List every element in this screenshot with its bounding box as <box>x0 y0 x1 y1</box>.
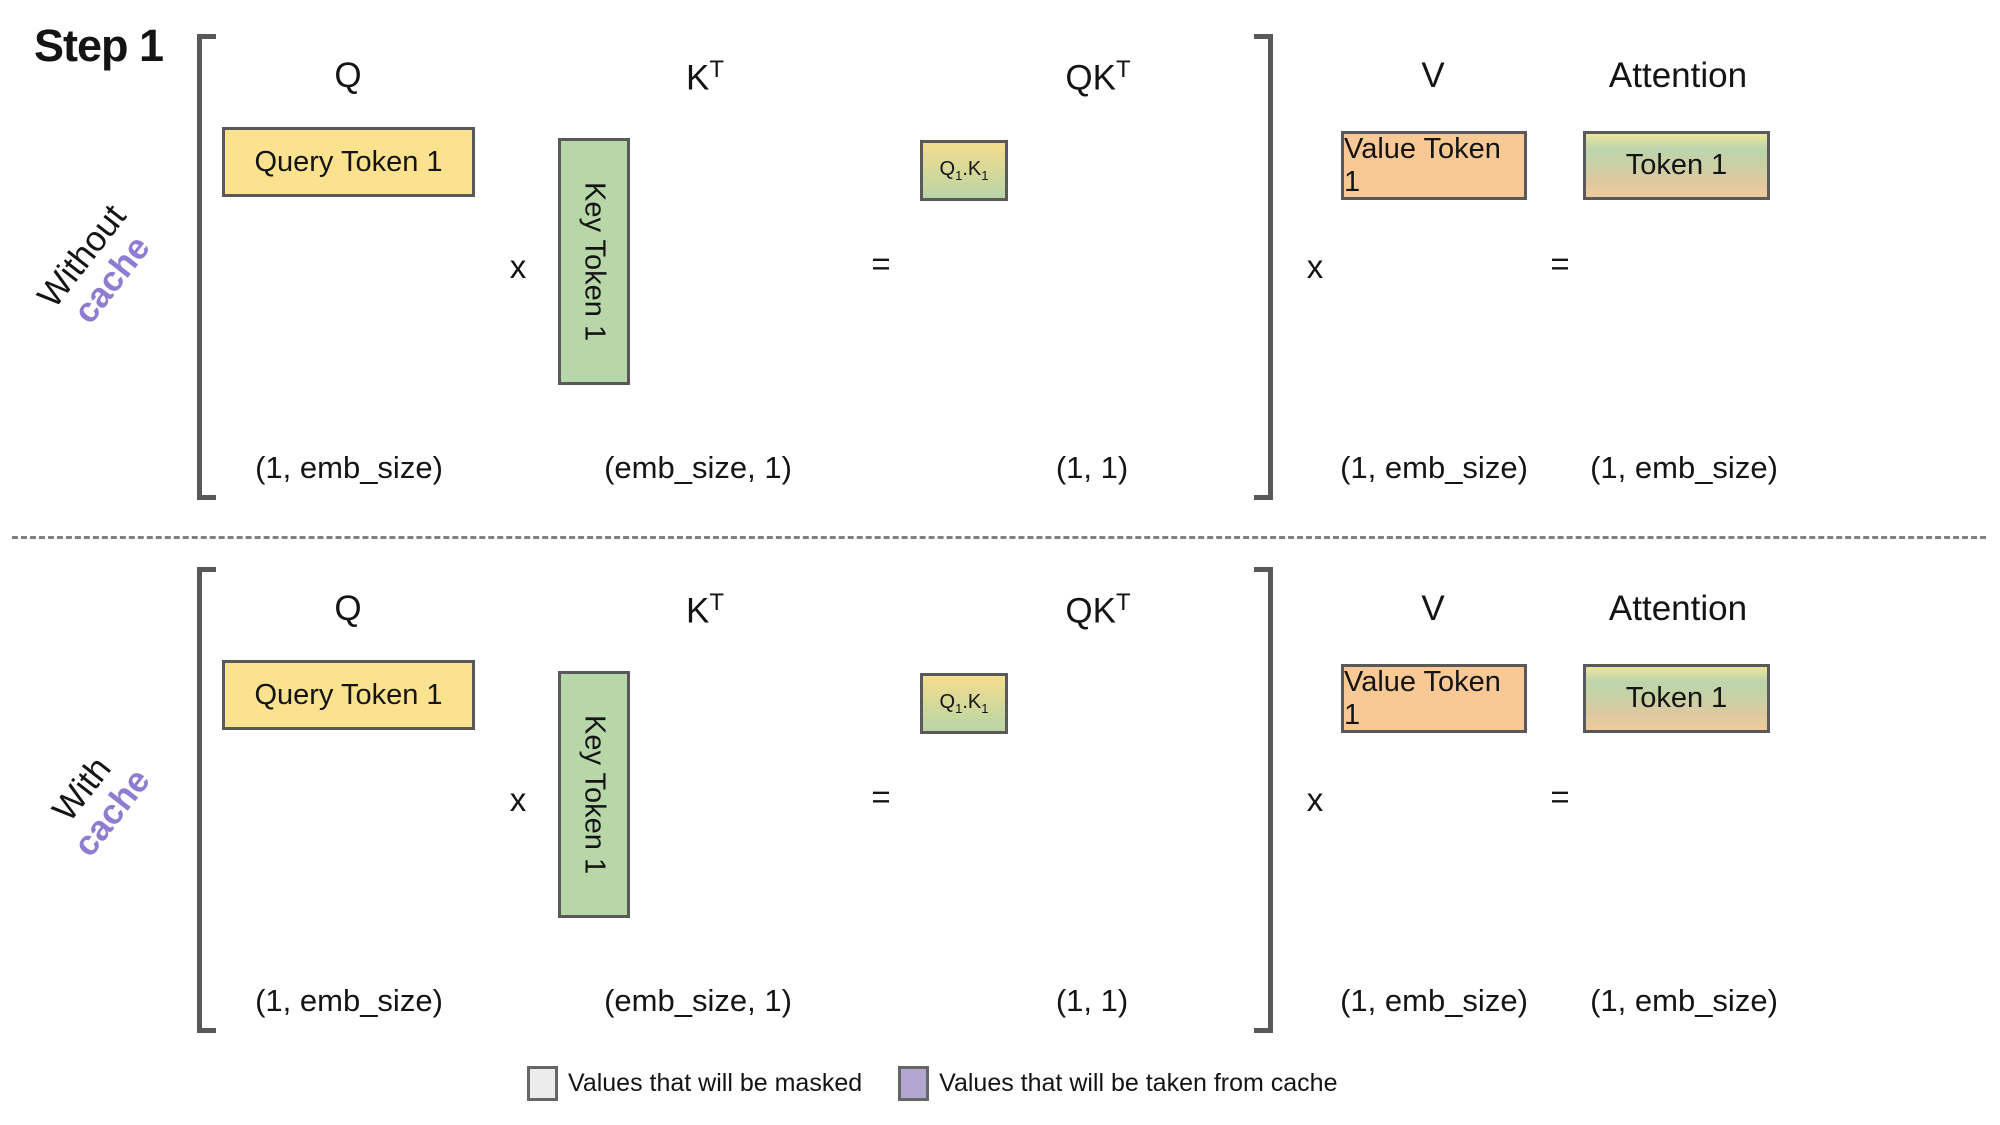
v-dims: (1, emb_size) <box>1340 450 1528 485</box>
qkt-header: QKT <box>1065 589 1130 632</box>
equals-operator: = <box>871 778 891 815</box>
row-without-cache: Without cache Q KT QKT V Attention Query… <box>0 0 2000 533</box>
legend: Values that will be masked Values that w… <box>527 1066 1338 1101</box>
kt-header: KT <box>686 56 724 99</box>
right-bracket <box>1254 567 1273 1033</box>
attention-token-box: Token 1 <box>1583 664 1770 733</box>
masked-swatch-icon <box>527 1066 558 1101</box>
legend-label-masked: Values that will be masked <box>568 1069 863 1097</box>
row-side-label: With cache <box>37 739 158 864</box>
qkt-header-sup: T <box>1115 589 1131 616</box>
v-header: V <box>1421 56 1445 95</box>
attention-header: Attention <box>1608 589 1748 628</box>
legend-label-cache: Values that will be taken from cache <box>939 1069 1338 1097</box>
qkt-header-base: QK <box>1065 591 1116 631</box>
row-divider <box>12 536 1986 539</box>
kt-dims: (emb_size, 1) <box>604 450 792 485</box>
multiply-operator: x <box>1306 248 1324 285</box>
legend-item-masked: Values that will be masked <box>527 1066 862 1101</box>
qk-product-cell: Q1.K1 <box>939 691 989 716</box>
q-header: Q <box>334 589 362 628</box>
qkt-header: QKT <box>1065 56 1130 99</box>
q-header: Q <box>334 56 362 95</box>
equals-operator: = <box>1550 778 1570 815</box>
kt-header-base: K <box>685 591 710 631</box>
left-bracket <box>197 567 216 1033</box>
row-with-cache: With cache Q KT QKT V Attention Query To… <box>0 533 2000 1066</box>
qk-product-cell: Q1.K1 <box>939 158 989 183</box>
value-token-box: Value Token 1 <box>1341 664 1527 733</box>
legend-item-cache: Values that will be taken from cache <box>898 1066 1338 1101</box>
q-dims: (1, emb_size) <box>255 983 443 1018</box>
key-token-box: Key Token 1 <box>558 138 630 385</box>
multiply-operator: x <box>509 248 527 285</box>
attention-header: Attention <box>1608 56 1748 95</box>
q-dims: (1, emb_size) <box>255 450 443 485</box>
query-token-box: Query Token 1 <box>222 660 475 730</box>
attention-token-box: Token 1 <box>1583 131 1770 200</box>
kt-header-base: K <box>685 58 710 98</box>
kt-dims: (emb_size, 1) <box>604 983 792 1018</box>
key-token-box: Key Token 1 <box>558 671 630 918</box>
cache-swatch-icon <box>898 1066 930 1101</box>
qk-product-box: Q1.K1 <box>920 140 1008 201</box>
kt-header: KT <box>686 589 724 632</box>
kt-header-sup: T <box>709 56 725 83</box>
qkt-header-base: QK <box>1065 58 1116 98</box>
qkt-dims: (1, 1) <box>1055 983 1129 1018</box>
step-title: Step 1 <box>34 20 164 71</box>
value-token-box: Value Token 1 <box>1341 131 1527 200</box>
query-token-box: Query Token 1 <box>222 127 475 197</box>
qkt-dims: (1, 1) <box>1055 450 1129 485</box>
equals-operator: = <box>1550 245 1570 282</box>
right-bracket <box>1254 34 1273 500</box>
equals-operator: = <box>871 245 891 282</box>
multiply-operator: x <box>509 781 527 818</box>
row-side-label: Without cache <box>30 197 164 338</box>
left-bracket <box>197 34 216 500</box>
v-header: V <box>1421 589 1445 628</box>
multiply-operator: x <box>1306 781 1324 818</box>
v-dims: (1, emb_size) <box>1340 983 1528 1018</box>
attention-dims: (1, emb_size) <box>1590 450 1778 485</box>
kt-header-sup: T <box>709 589 725 616</box>
attention-dims: (1, emb_size) <box>1590 983 1778 1018</box>
qk-product-box: Q1.K1 <box>920 673 1008 734</box>
qkt-header-sup: T <box>1115 56 1131 83</box>
